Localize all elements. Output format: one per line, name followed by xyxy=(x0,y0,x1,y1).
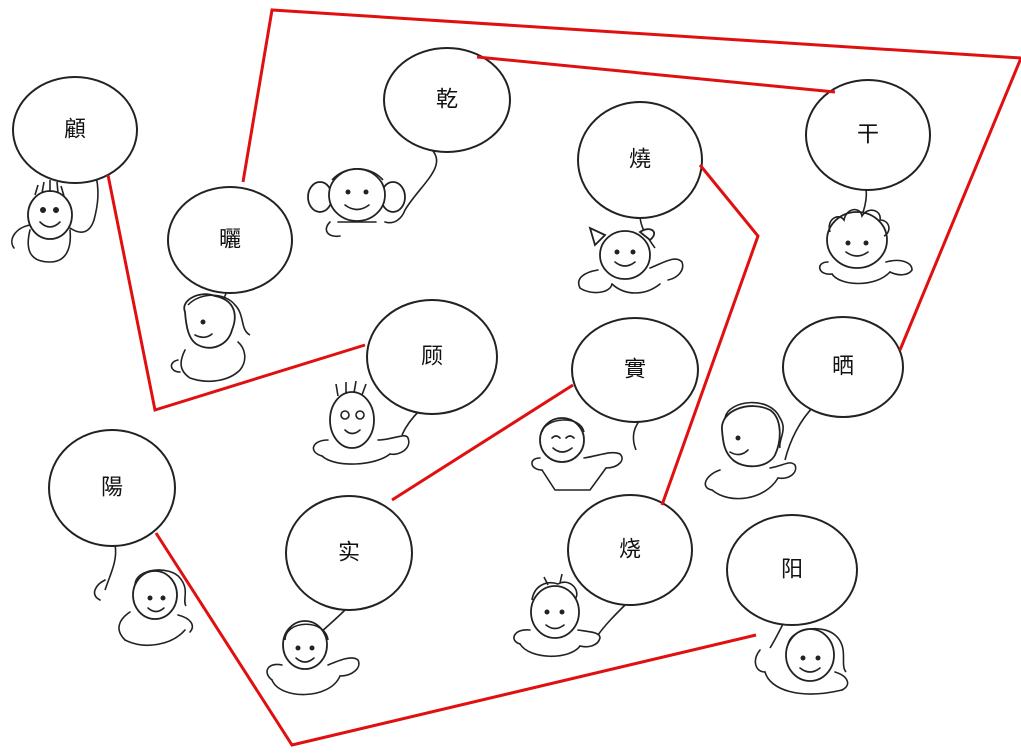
balloon-shao-simplified[interactable]: 烧 xyxy=(568,495,692,605)
kid-figure xyxy=(308,169,405,237)
kid-figure xyxy=(532,418,622,490)
kid-figure xyxy=(171,294,250,381)
balloon-gu-traditional[interactable]: 顧 xyxy=(13,77,137,183)
balloon-gan-traditional[interactable]: 乾 xyxy=(384,48,510,152)
balloon-label: 实 xyxy=(338,541,360,566)
balloon-shai-traditional[interactable]: 曬 xyxy=(168,187,292,293)
balloon-label: 晒 xyxy=(832,355,854,380)
balloon-label: 乾 xyxy=(436,88,458,113)
balloon-shao-traditional[interactable]: 燒 xyxy=(578,102,702,218)
match-line-gan xyxy=(477,57,835,92)
kid-figure xyxy=(820,210,912,284)
balloon-label: 顾 xyxy=(421,345,443,370)
string-shi-traditional xyxy=(633,420,640,450)
string-shai-simplified xyxy=(785,405,815,460)
balloon-shai-simplified[interactable]: 晒 xyxy=(783,317,903,417)
balloon-gu-simplified[interactable]: 顾 xyxy=(367,300,497,414)
balloon-shi-simplified[interactable]: 实 xyxy=(286,496,412,610)
kid-figure xyxy=(95,570,193,645)
kid-figure xyxy=(267,621,359,695)
balloon-label: 阳 xyxy=(781,558,803,583)
balloon-label: 烧 xyxy=(619,538,641,563)
kid-figure xyxy=(12,180,94,262)
kid-figure xyxy=(705,403,795,499)
balloon-yang-simplified[interactable]: 阳 xyxy=(727,515,857,625)
balloon-shi-traditional[interactable]: 實 xyxy=(572,318,698,422)
balloon-label: 陽 xyxy=(101,476,123,501)
kid-figure xyxy=(579,228,683,293)
string-gan-traditional xyxy=(405,148,437,210)
string-yang-traditional xyxy=(105,545,116,590)
balloon-label: 曬 xyxy=(219,228,241,253)
balloon-label: 干 xyxy=(857,123,879,148)
balloon-label: 燒 xyxy=(629,148,651,173)
balloon-group: 顧 曬 乾 燒 干 顾 實 xyxy=(13,48,930,625)
balloon-yang-traditional[interactable]: 陽 xyxy=(49,430,175,546)
string-shao-simplified xyxy=(598,605,625,635)
balloon-gan-simplified[interactable]: 干 xyxy=(806,80,930,190)
kid-figure xyxy=(755,629,847,694)
balloon-label: 顧 xyxy=(64,118,86,143)
string-gu-simplified xyxy=(402,410,420,435)
balloon-label: 實 xyxy=(624,358,646,383)
